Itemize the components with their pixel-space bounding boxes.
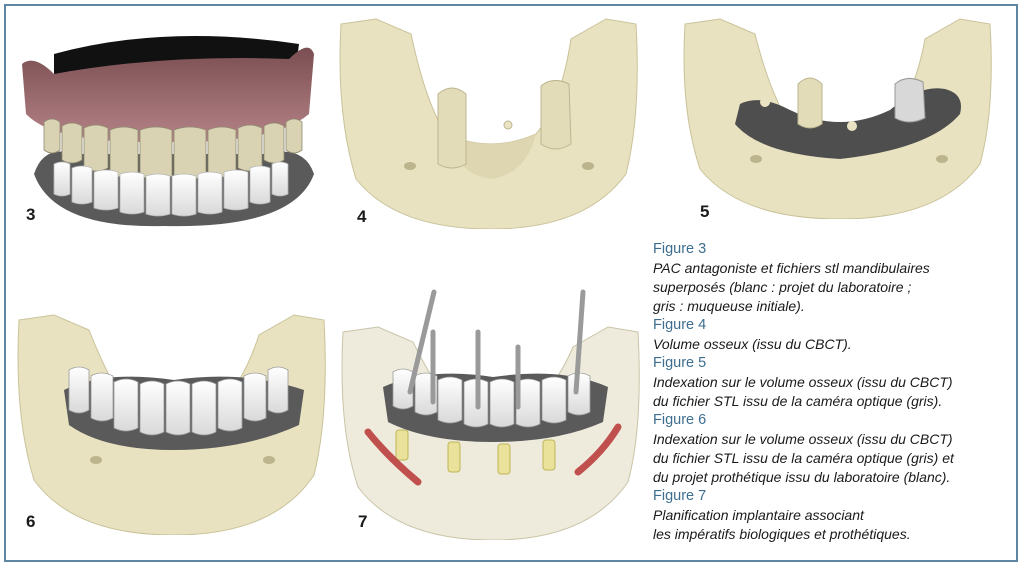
figure-4-image	[336, 14, 646, 229]
figure-6-image	[14, 310, 334, 535]
caption-line: superposés (blanc : projet du laboratoir…	[653, 279, 912, 295]
caption-title: Figure 3	[653, 241, 707, 257]
caption-line: Indexation sur le volume osseux (issu du…	[653, 374, 953, 390]
caption-line: du projet prothétique issu du laboratoir…	[653, 469, 951, 485]
caption-line: du fichier STL issu de la caméra optique…	[653, 450, 954, 466]
caption-line: du fichier STL issu de la caméra optique…	[653, 393, 943, 409]
caption-figure-6: Figure 6 Indexation sur le volume osseux…	[653, 411, 1013, 487]
figure-7-number: 7	[358, 512, 368, 531]
figure-7-image	[338, 272, 648, 540]
caption-figure-3: Figure 3 PAC antagoniste et fichiers stl…	[653, 240, 1013, 316]
caption-line: Indexation sur le volume osseux (issu du…	[653, 431, 953, 447]
figure-3-number: 3	[26, 205, 36, 224]
caption-line: PAC antagoniste et fichiers stl mandibul…	[653, 260, 930, 276]
figure-3-image	[14, 14, 314, 234]
figure-4-number: 4	[357, 207, 367, 226]
caption-figure-5: Figure 5 Indexation sur le volume osseux…	[653, 354, 1013, 411]
caption-line: Volume osseux (issu du CBCT).	[653, 336, 852, 352]
figure-5-image	[680, 14, 1000, 219]
caption-figure-4: Figure 4 Volume osseux (issu du CBCT).	[653, 316, 1013, 354]
figure-5-number: 5	[700, 202, 710, 221]
caption-title: Figure 4	[653, 317, 707, 333]
caption-line: gris : muqueuse initiale).	[653, 298, 805, 314]
figure-captions: Figure 3 PAC antagoniste et fichiers stl…	[653, 240, 1013, 544]
caption-title: Figure 7	[653, 488, 707, 504]
figure-6-number: 6	[26, 512, 36, 531]
caption-title: Figure 6	[653, 412, 707, 428]
caption-title: Figure 5	[653, 355, 707, 371]
caption-line: les impératifs biologiques et prothétiqu…	[653, 526, 911, 542]
caption-line: Planification implantaire associant	[653, 507, 864, 523]
caption-figure-7: Figure 7 Planification implantaire assoc…	[653, 487, 1013, 544]
